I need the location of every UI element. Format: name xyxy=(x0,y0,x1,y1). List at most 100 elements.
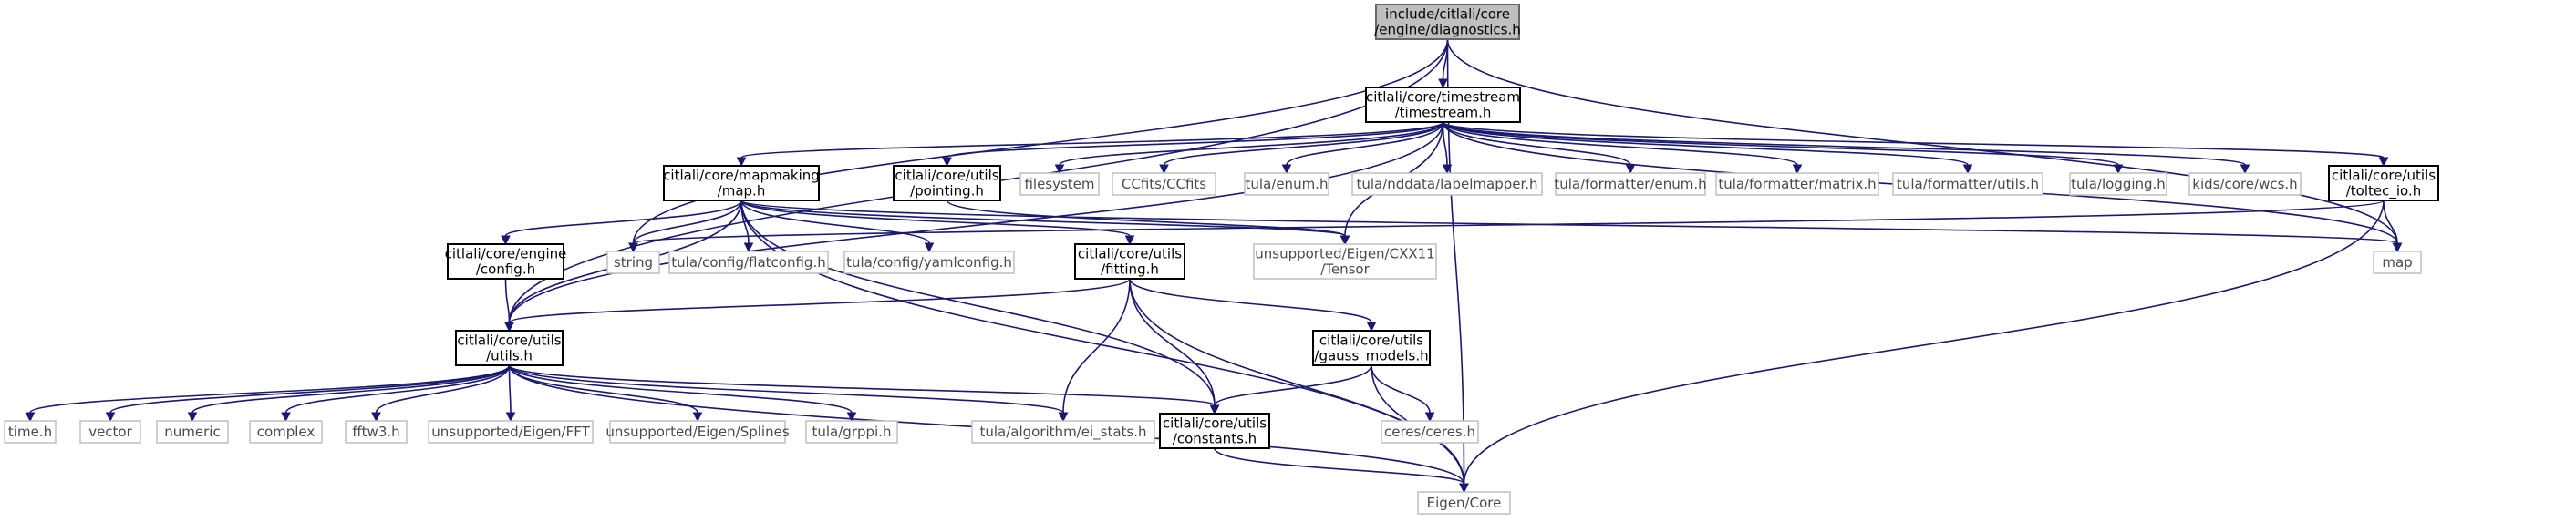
edge-line xyxy=(2383,200,2398,244)
dependency-edges xyxy=(25,38,2403,494)
arrowhead xyxy=(1459,483,1469,494)
node-toltec[interactable]: citlali/core/utils/toltec_io.h xyxy=(2328,165,2439,201)
arrowhead xyxy=(1438,78,1448,89)
node-label: tula/logging.h xyxy=(2071,176,2166,192)
node-diagnostics: include/citlali/core/engine/diagnostics.… xyxy=(1374,4,1521,40)
node-box xyxy=(1381,420,1479,444)
edge-line xyxy=(109,364,511,414)
edge-map-to-fitting xyxy=(740,200,1135,246)
edge-map-to-yamlconfig xyxy=(740,200,935,253)
arrowhead xyxy=(1424,412,1435,423)
node-box xyxy=(1715,172,1879,196)
edge-utils-to-timeh xyxy=(25,364,511,423)
arrowhead xyxy=(1366,322,1377,333)
node-box xyxy=(1159,413,1270,449)
arrowhead xyxy=(281,412,291,423)
arrowhead xyxy=(1340,235,1350,246)
node-label: Eigen/Core xyxy=(1427,495,1502,511)
node-label: unsupported/Eigen/CXX11 xyxy=(1255,246,1434,262)
node-box xyxy=(893,165,1001,201)
edge-toltec-to-mapstd xyxy=(2383,200,2403,253)
node-label: tula/enum.h xyxy=(1246,176,1329,192)
arrowhead xyxy=(2392,242,2403,253)
edge-line xyxy=(508,364,512,414)
arrowhead xyxy=(1124,235,1135,246)
edge-line xyxy=(740,121,1444,159)
edge-line xyxy=(1059,121,1444,166)
arrowhead xyxy=(1792,164,1803,175)
arrowhead xyxy=(736,157,747,168)
node-box xyxy=(606,251,660,274)
node-label: /timestream.h xyxy=(1395,105,1492,121)
node-timestream[interactable]: citlali/core/timestream/timestream.h xyxy=(1365,87,1521,123)
edge-fitting-to-utils xyxy=(504,278,1131,333)
arrowhead xyxy=(1962,164,1973,175)
node-yamlconfig: tula/config/yamlconfig.h xyxy=(843,251,1015,274)
edge-line xyxy=(632,200,742,244)
node-config[interactable]: citlali/core/engine/config.h xyxy=(445,243,567,280)
node-box xyxy=(1074,243,1185,280)
edge-line xyxy=(946,121,1444,159)
edge-fitting-to-eistats xyxy=(1058,278,1131,423)
node-logging: tula/logging.h xyxy=(2069,172,2167,196)
arrowhead xyxy=(105,412,116,423)
edge-line xyxy=(29,364,511,414)
node-fmtutils: tula/formatter/utils.h xyxy=(1892,172,2043,196)
node-fitting[interactable]: citlali/core/utils/fitting.h xyxy=(1074,243,1185,280)
node-box xyxy=(1112,172,1216,196)
node-box xyxy=(4,420,57,444)
edge-map-to-config xyxy=(501,200,742,246)
node-label: include/citlali/core xyxy=(1385,6,1510,23)
edge-line xyxy=(1463,200,2385,485)
node-box xyxy=(156,420,229,444)
node-box xyxy=(447,243,564,280)
node-gauss[interactable]: citlali/core/utils/gauss_models.h xyxy=(1312,330,1431,366)
edge-line xyxy=(191,364,511,414)
node-label: CCfits/CCfits xyxy=(1122,176,1206,192)
edge-utils-to-constants xyxy=(508,364,1220,415)
node-map[interactable]: citlali/core/mapmaking/map.h xyxy=(663,165,820,201)
arrowhead xyxy=(371,412,381,423)
node-tensor: unsupported/Eigen/CXX11/Tensor xyxy=(1253,243,1437,280)
edge-line xyxy=(1129,278,1372,323)
edge-line xyxy=(375,364,511,414)
node-label: tula/config/flatconfig.h xyxy=(671,254,825,271)
edge-toltec-to-eigencore xyxy=(1459,200,2385,494)
edge-toltec-to-string xyxy=(628,200,2385,253)
node-box xyxy=(1892,172,2043,196)
arrowhead xyxy=(2113,164,2124,175)
arrowhead xyxy=(942,157,952,168)
node-splines: unsupported/Eigen/Splines xyxy=(605,420,790,444)
edge-line xyxy=(1286,121,1444,166)
edge-line xyxy=(1442,121,1969,166)
edge-line xyxy=(740,200,1346,237)
edge-utils-to-fft xyxy=(505,364,516,423)
edge-timestream-to-pointing xyxy=(942,121,1444,168)
node-pointing[interactable]: citlali/core/utils/pointing.h xyxy=(893,165,1001,201)
node-label: tula/grppi.h xyxy=(812,424,892,440)
node-tulaenum: tula/enum.h xyxy=(1244,172,1329,196)
node-box xyxy=(1312,330,1431,366)
edge-timestream-to-toltec xyxy=(1442,121,2389,168)
edge-line xyxy=(508,364,698,414)
node-box xyxy=(79,420,141,444)
edge-line xyxy=(1163,121,1444,166)
node-wcs: kids/core/wcs.h xyxy=(2188,172,2302,196)
node-box xyxy=(1555,172,1706,196)
node-label: citlali/core/mapmaking xyxy=(663,168,820,184)
node-label: citlali/core/engine xyxy=(445,246,567,262)
node-box xyxy=(2328,165,2439,201)
node-complex: complex xyxy=(249,420,323,444)
edge-utils-to-numeric xyxy=(187,364,511,423)
node-constants[interactable]: citlali/core/utils/constants.h xyxy=(1159,413,1270,449)
node-utils[interactable]: citlali/core/utils/utils.h xyxy=(455,330,564,366)
node-numeric: numeric xyxy=(156,420,229,444)
node-box xyxy=(2069,172,2167,196)
node-label: tula/config/yamlconfig.h xyxy=(846,254,1012,271)
edge-timestream-to-tulaenum xyxy=(1281,121,1444,175)
node-box xyxy=(843,251,1015,274)
edge-line xyxy=(1446,38,2398,244)
edge-line xyxy=(632,200,2385,244)
arrowhead xyxy=(628,242,638,253)
